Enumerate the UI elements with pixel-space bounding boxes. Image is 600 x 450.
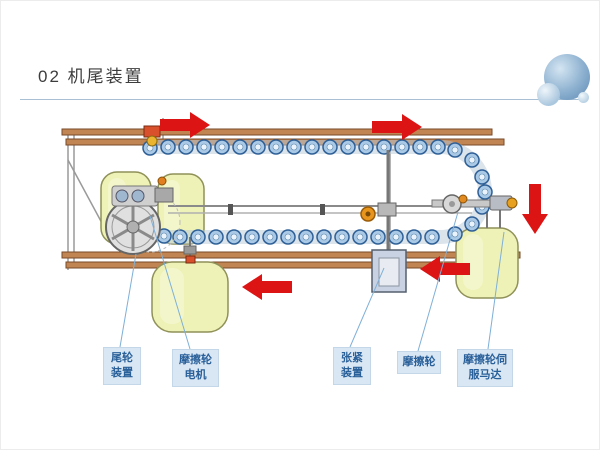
top-pipe xyxy=(61,128,493,136)
slide-title: 02 机尾装置 xyxy=(38,67,144,86)
friction-wheel-assembly xyxy=(431,194,518,228)
leader-lines xyxy=(119,211,505,352)
callout-tensioner-device: 张紧装置 xyxy=(333,347,371,385)
callout-friction-wheel: 摩擦轮 xyxy=(397,351,441,374)
bottom-pipe xyxy=(61,251,521,259)
decorative-circle-tiny xyxy=(578,92,589,103)
tension-device xyxy=(360,150,407,293)
title-divider xyxy=(20,99,582,100)
callout-friction-wheel-motor: 摩擦轮电机 xyxy=(172,349,219,387)
hanger-clamp xyxy=(185,255,196,264)
middle-rail xyxy=(168,204,472,215)
rail-fitting-top-left xyxy=(143,125,161,147)
hanger-bracket xyxy=(183,245,197,255)
decorative-circle-small xyxy=(537,83,560,106)
callout-friction-wheel-servo: 摩擦轮伺服马达 xyxy=(457,349,513,387)
callout-tail-wheel-device: 尾轮装置 xyxy=(103,347,141,385)
flow-arrow-down-right xyxy=(522,184,548,234)
servo-motor xyxy=(489,195,518,211)
flow-arrow-left-bottom-left xyxy=(242,274,292,300)
flow-arrow-right-top-right xyxy=(372,114,422,140)
tail-wheel xyxy=(105,191,181,255)
friction-wheel-motor xyxy=(111,176,174,207)
